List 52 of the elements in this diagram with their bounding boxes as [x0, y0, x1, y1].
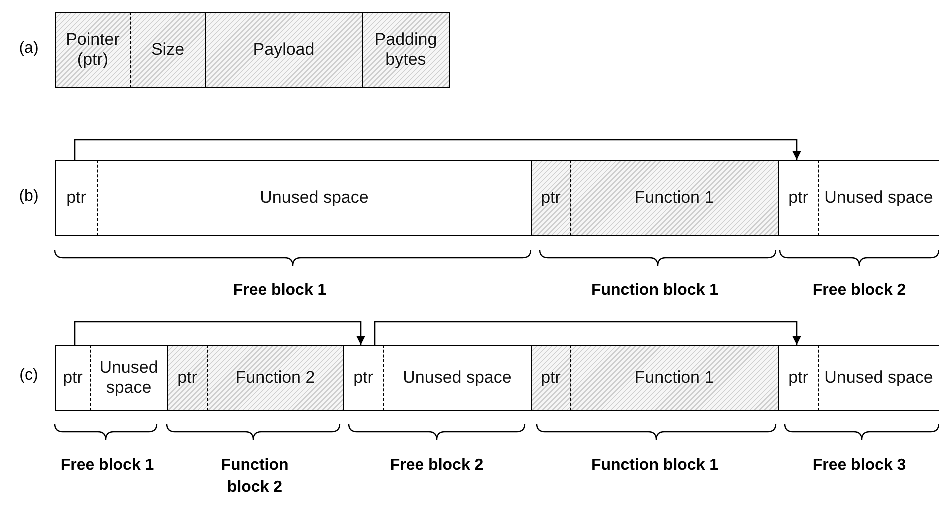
allocated-memory-cell: [362, 12, 450, 88]
cell-text: ptr: [176, 368, 198, 388]
block-label: Free block 1: [60, 456, 156, 476]
block-label: Function block 2: [220, 456, 290, 498]
cell-text: Function 1: [634, 188, 716, 208]
cell-text: Payload: [252, 40, 316, 60]
allocated-memory-cell: [167, 345, 207, 411]
memory-cell: [343, 345, 383, 411]
block-label: Function block 1: [590, 456, 720, 476]
cell-text: Function 1: [634, 368, 716, 388]
panel-label: (b): [18, 187, 40, 207]
cell-text: Size: [150, 40, 186, 60]
memory-cell: [778, 345, 818, 411]
block-label: Free block 3: [812, 456, 908, 476]
memory-cell: [55, 345, 90, 411]
memory-cell: [55, 160, 97, 236]
allocated-memory-cell: [130, 12, 205, 88]
cell-text: ptr: [62, 368, 84, 388]
block-label: Free block 1: [232, 281, 328, 301]
pointer-arrow: [74, 321, 366, 345]
block-label: Free block 2: [389, 456, 485, 476]
cell-text: ptr: [788, 368, 810, 388]
cell-text: Unused space: [824, 368, 934, 388]
memory-cell: [97, 160, 531, 236]
cell-text: ptr: [66, 188, 88, 208]
allocated-memory-cell: [207, 345, 343, 411]
allocated-memory-cell: [205, 12, 362, 88]
block-label: Function block 1: [590, 281, 720, 301]
block-label: Free block 2: [812, 281, 908, 301]
allocated-memory-cell: [531, 345, 570, 411]
allocated-memory-cell: [55, 12, 130, 88]
memory-cell: [818, 160, 939, 236]
cell-text: ptr: [540, 188, 562, 208]
memory-cell: [818, 345, 939, 411]
cell-text: ptr: [352, 368, 374, 388]
cell-text: Unused space: [98, 358, 160, 398]
cell-text: Unused space: [402, 368, 513, 388]
cell-text: Padding bytes: [374, 30, 438, 70]
panel-label: (c): [18, 366, 40, 386]
memory-cell: [778, 160, 818, 236]
cell-text: Pointer (ptr): [65, 30, 121, 70]
panel-label: (a): [18, 39, 40, 59]
pointer-arrow: [74, 139, 802, 160]
allocated-memory-cell: [570, 345, 778, 411]
cell-text: Function 2: [234, 368, 316, 388]
pointer-arrow: [374, 321, 802, 345]
cell-text: Unused space: [259, 188, 370, 208]
cell-text: ptr: [788, 188, 810, 208]
allocated-memory-cell: [570, 160, 778, 236]
allocated-memory-cell: [531, 160, 570, 236]
cell-text: ptr: [540, 368, 562, 388]
cell-text: Unused space: [824, 188, 934, 208]
